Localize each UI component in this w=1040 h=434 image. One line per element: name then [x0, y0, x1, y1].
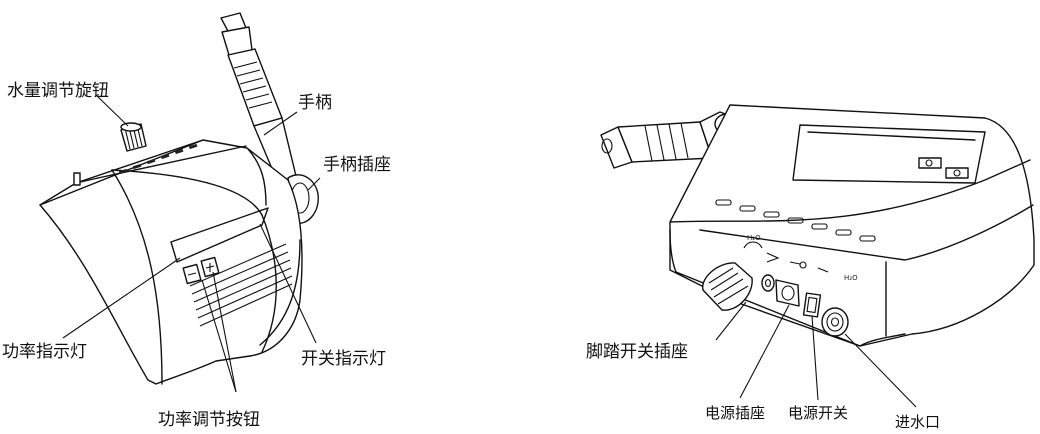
rear-view-leader-lines — [715, 301, 917, 408]
water-knob-label: 水量调节旋钮 — [7, 81, 109, 101]
front-view-leader-lines — [62, 94, 321, 393]
front-view-illustration: 水量调节旋钮 手柄 手柄插座 功率指示灯 开关指示灯 功率调节按钮 — [2, 12, 391, 430]
handpiece-label: 手柄 — [298, 93, 332, 113]
water-symbol-left: H₂O — [747, 234, 761, 242]
power-button-minus-drawing — [182, 263, 202, 285]
power-buttons-label: 功率调节按钮 — [158, 410, 260, 430]
aux-jack-drawing — [761, 274, 775, 292]
handpiece-socket-label: 手柄插座 — [323, 155, 391, 175]
power-button-plus-drawing — [200, 256, 220, 278]
pedal-socket-drawing — [702, 262, 753, 311]
rear-panel-markings: H₂O H₂O — [743, 234, 858, 282]
rear-body-drawing — [669, 104, 1035, 347]
pedal-socket-label: 脚踏开关插座 — [586, 342, 688, 362]
water-inlet-label: 进水口 — [895, 413, 940, 431]
water-symbol-right: H₂O — [844, 274, 858, 282]
power-switch-drawing — [802, 292, 822, 318]
front-body-drawing — [39, 139, 303, 385]
water-inlet-drawing — [821, 307, 849, 337]
rear-view-illustration: H₂O H₂O — [586, 104, 1035, 431]
power-switch-label: 电源开关 — [788, 404, 848, 422]
power-socket-label: 电源插座 — [705, 404, 765, 422]
switch-indicator-label: 开关指示灯 — [301, 349, 386, 369]
power-indicator-label: 功率指示灯 — [2, 342, 87, 362]
power-socket-drawing — [775, 279, 800, 307]
water-knob-drawing — [120, 122, 147, 152]
